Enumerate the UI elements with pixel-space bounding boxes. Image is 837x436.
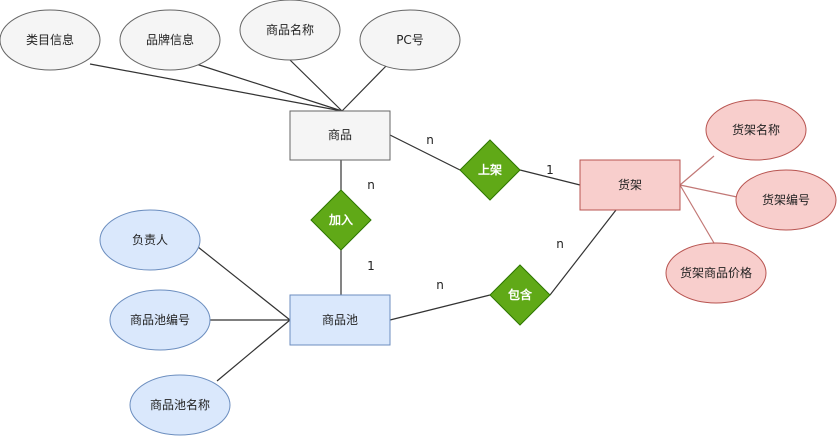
attribute-category-info[interactable]: 类目信息	[0, 9, 101, 71]
attribute-pool-number[interactable]: 商品池编号	[109, 289, 211, 351]
entity-pool-label: 商品池	[322, 312, 358, 327]
attribute-owner-label: 负责人	[132, 233, 168, 247]
edge-brand-product	[189, 61, 343, 112]
edge-pool-contain	[389, 294, 491, 321]
edge-shelf-shelfname	[679, 155, 715, 186]
attribute-pc-number-label: PC号	[396, 33, 424, 47]
attribute-shelf-name-label: 货架名称	[732, 122, 780, 137]
entity-product[interactable]: 商品	[289, 110, 391, 161]
relationship-list-on-shelf[interactable]: 上架	[459, 139, 521, 201]
attribute-shelf-name[interactable]: 货架名称	[705, 99, 807, 161]
cardinality-listing-shelf: 1	[546, 163, 554, 177]
edge-productname-product	[289, 59, 343, 112]
edge-contain-shelf	[549, 209, 617, 296]
edge-shelf-price	[679, 184, 715, 244]
relationship-list-on-shelf-label: 上架	[478, 162, 502, 177]
edge-shelf-shelfnumber	[679, 184, 738, 198]
attribute-pc-number[interactable]: PC号	[359, 9, 461, 71]
attribute-pool-name-label: 商品池名称	[150, 397, 210, 412]
attribute-shelf-number[interactable]: 货架编号	[735, 169, 837, 231]
relationship-contain-label: 包含	[507, 287, 533, 302]
attribute-product-name[interactable]: 商品名称	[239, 0, 341, 61]
cardinality-product-listing: n	[426, 133, 434, 147]
edge-owner-pool	[197, 246, 291, 321]
relationship-join[interactable]: 加入	[310, 189, 372, 251]
attribute-shelf-product-price-label: 货架商品价格	[680, 265, 752, 280]
cardinality-contain-shelf: n	[556, 237, 564, 251]
connector-lines	[89, 59, 738, 382]
attribute-pool-name[interactable]: 商品池名称	[129, 374, 231, 436]
attribute-category-info-label: 类目信息	[26, 32, 74, 47]
attribute-shelf-product-price[interactable]: 货架商品价格	[665, 242, 767, 304]
attribute-brand-info[interactable]: 品牌信息	[119, 9, 221, 71]
edge-pc-product	[341, 61, 391, 112]
attribute-pool-number-label: 商品池编号	[130, 312, 190, 327]
attribute-shelf-number-label: 货架编号	[762, 192, 810, 207]
attribute-owner[interactable]: 负责人	[99, 209, 201, 271]
cardinality-product-join: n	[367, 178, 375, 192]
cardinality-pool-contain: n	[436, 278, 444, 292]
entity-shelf-label: 货架	[618, 177, 642, 192]
edge-listing-shelf	[519, 169, 581, 186]
edge-product-listing	[389, 134, 461, 171]
relationship-join-label: 加入	[328, 212, 353, 227]
attribute-brand-info-label: 品牌信息	[146, 32, 194, 47]
attribute-product-name-label: 商品名称	[266, 22, 314, 37]
entity-pool[interactable]: 商品池	[289, 294, 391, 346]
edge-poolname-pool	[216, 319, 291, 382]
entity-product-label: 商品	[328, 127, 352, 142]
edge-category-product	[89, 63, 343, 112]
relationship-contain[interactable]: 包含	[489, 264, 551, 326]
entity-shelf[interactable]: 货架	[579, 159, 681, 211]
cardinality-join-pool: 1	[367, 259, 375, 273]
